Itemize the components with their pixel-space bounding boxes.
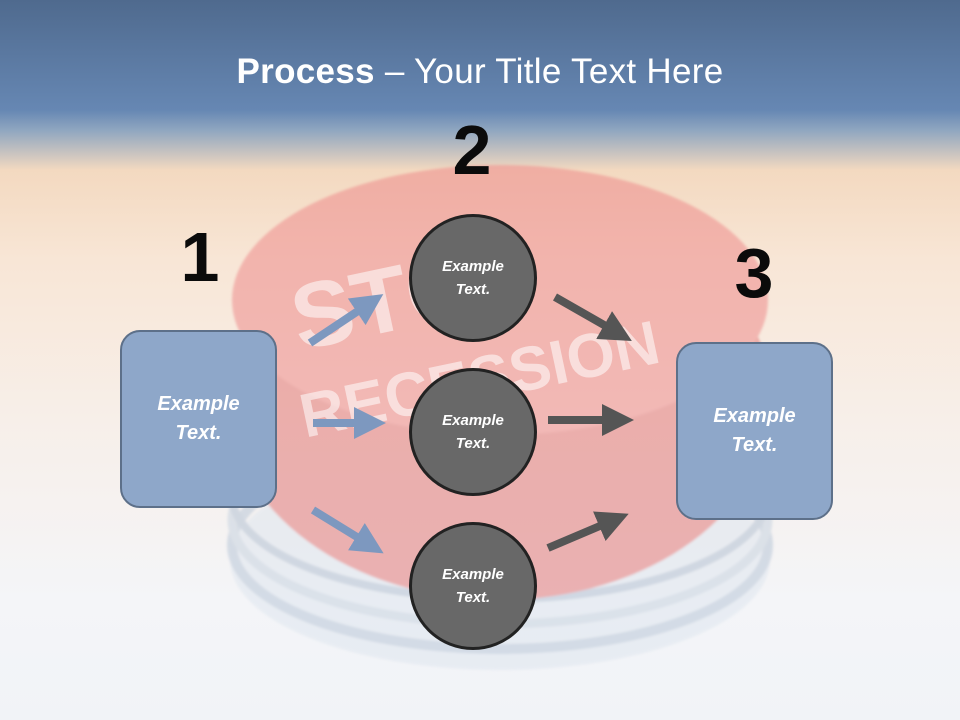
circle-middle-line2: Text. — [455, 435, 491, 452]
circle-step-middle[interactable]: Example Text. — [409, 368, 537, 496]
left-text-box[interactable]: Example Text. — [120, 330, 277, 508]
arrow-left-to-top — [307, 294, 384, 347]
arrow-top-to-right — [553, 293, 632, 341]
right-box-line2: Text. — [731, 434, 778, 456]
circle-top-line1: Example — [442, 258, 504, 275]
slide-title-bold: Process — [236, 52, 375, 91]
right-box-line1: Example — [713, 405, 796, 427]
circle-middle-line1: Example — [442, 412, 504, 429]
circle-bottom-line2: Text. — [455, 589, 491, 606]
circle-step-top[interactable]: Example Text. — [409, 214, 537, 342]
arrow-left-to-bottom — [310, 506, 384, 554]
left-box-line2: Text. — [175, 422, 222, 444]
circle-bottom-line1: Example — [442, 566, 504, 583]
circle-step-bottom[interactable]: Example Text. — [409, 522, 537, 650]
arrow-bottom-to-right — [546, 511, 629, 552]
step-number-3: 3 — [734, 234, 774, 312]
slide-title-rest: – Your Title Text Here — [374, 52, 724, 91]
right-text-box[interactable]: Example Text. — [676, 342, 833, 520]
left-box-line1: Example — [157, 393, 240, 415]
step-number-1: 1 — [180, 218, 220, 296]
slide-title: Process – Your Title Text Here — [0, 52, 960, 92]
circle-top-line2: Text. — [455, 281, 491, 298]
step-number-2: 2 — [452, 111, 492, 189]
